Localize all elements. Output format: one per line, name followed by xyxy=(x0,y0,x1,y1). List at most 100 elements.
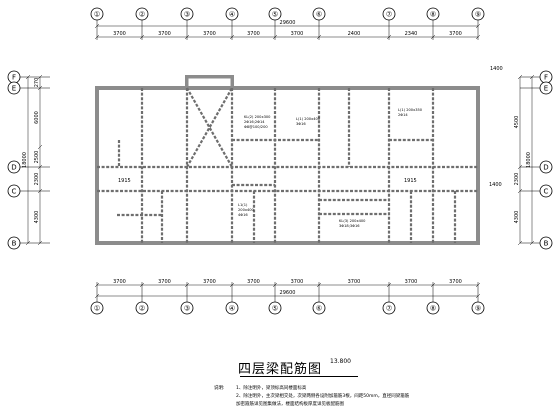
dim-bottom-spans-tick-8 xyxy=(430,282,436,288)
beam-note-4: L(1) 200x400 xyxy=(296,117,321,121)
beam-note-8: KL(3) 200x400 xyxy=(339,219,366,223)
dim-right-extra: 1400 xyxy=(490,66,503,72)
dim-bottom-spans-label-8: 3700 xyxy=(449,279,462,285)
axis-bubble-left-B xyxy=(7,236,21,250)
axis-label-top-3: ③ xyxy=(184,11,190,19)
axis-bubble-right-E xyxy=(539,81,553,95)
wall-top xyxy=(96,86,479,90)
dim-bottom-spans-tick-3 xyxy=(184,282,190,288)
axis-bubble-top-2 xyxy=(135,7,149,21)
wall-bottom xyxy=(96,241,479,245)
dim-left-spans-label-5: 4300 xyxy=(34,211,40,224)
dim-bottom-spans-label-4: 3700 xyxy=(247,279,260,285)
axis-bubble-bottom-4 xyxy=(225,301,239,315)
axis-label-top-7: ⑦ xyxy=(386,11,392,19)
axis-bubble-bottom-2 xyxy=(135,301,149,315)
axis-label-right-D: D xyxy=(543,164,548,172)
dim-top-total-tick-2 xyxy=(475,23,481,29)
axis-bubble-right-D xyxy=(539,160,553,174)
dim-bottom-spans-tick-5 xyxy=(272,282,278,288)
beam-note-10: L1(1) xyxy=(238,203,248,207)
axis-label-left-F: F xyxy=(12,74,16,82)
dim-top-spans-label-5: 3700 xyxy=(291,31,304,37)
dim-right-extra-2: 1400 xyxy=(489,182,502,188)
dim-left-total-label-1: 18000 xyxy=(22,152,28,168)
axis-label-top-8: ⑧ xyxy=(430,11,436,19)
dim-left-spans-tick-1 xyxy=(37,74,43,80)
axis-label-top-5: ⑤ xyxy=(272,11,278,19)
dim-left-spans-tick-5 xyxy=(37,188,43,194)
axis-label-left-B: B xyxy=(12,240,17,248)
dim-top-spans-tick-6 xyxy=(316,34,322,40)
dim-stair-left: 1915 xyxy=(118,178,131,184)
beam-note-9: 3Φ18;3Φ16 xyxy=(339,224,360,228)
axis-bubble-top-5 xyxy=(268,7,282,21)
dim-top-spans-tick-3 xyxy=(184,34,190,40)
dim-right-spans-tick-1 xyxy=(517,74,523,80)
axis-bubble-top-9 xyxy=(471,7,485,21)
wall-layer xyxy=(95,75,480,245)
dim-right-spans-tick-2 xyxy=(517,164,523,170)
axis-bubble-bottom-9 xyxy=(471,301,485,315)
note-line-1: 1、除注明外，梁顶标高同楼面标高 xyxy=(236,386,307,391)
dim-right-total-tick-2 xyxy=(529,240,535,246)
beam-note-5: 3Φ16 xyxy=(296,122,306,126)
axis-label-top-2: ② xyxy=(139,11,145,19)
beam-11 xyxy=(186,87,233,168)
axis-label-bottom-3: ③ xyxy=(184,305,190,313)
axis-label-top-1: ① xyxy=(94,11,100,19)
axis-label-bottom-2: ② xyxy=(139,305,145,313)
dim-bottom-spans-tick-9 xyxy=(475,282,481,288)
wall-right xyxy=(476,86,480,245)
dim-bottom-spans-tick-7 xyxy=(386,282,392,288)
beam-note-7: 2Φ14 xyxy=(398,113,408,117)
dim-top-spans-label-4: 3700 xyxy=(247,31,260,37)
beam-note-6: L(1) 200x350 xyxy=(398,108,423,112)
axis-label-bottom-8: ⑧ xyxy=(430,305,436,313)
dim-top-spans-tick-4 xyxy=(229,34,235,40)
dim-top-spans-tick-5 xyxy=(272,34,278,40)
axis-label-left-E: E xyxy=(12,85,16,93)
dim-left-spans-label-2: 6000 xyxy=(34,111,40,124)
dim-left-total-tick-1 xyxy=(25,74,31,80)
dim-bottom-total-tick-2 xyxy=(475,293,481,299)
axis-label-left-C: C xyxy=(12,188,17,196)
dim-bottom-spans-label-3: 3700 xyxy=(203,279,216,285)
dim-right-total-label-1: 18000 xyxy=(526,152,532,168)
axis-bubble-right-B xyxy=(539,236,553,250)
axis-bubble-top-6 xyxy=(312,7,326,21)
axis-bubble-top-3 xyxy=(180,7,194,21)
axis-label-right-E: E xyxy=(544,85,548,93)
dim-right-total-tick-1 xyxy=(529,74,535,80)
dim-top-total-tick-1 xyxy=(94,23,100,29)
axis-label-bottom-7: ⑦ xyxy=(386,305,392,313)
beam-10 xyxy=(186,87,233,168)
axis-label-top-4: ④ xyxy=(229,11,235,19)
dim-right-spans-tick-3 xyxy=(517,188,523,194)
dim-top-spans-tick-8 xyxy=(430,34,436,40)
axis-bubble-top-7 xyxy=(382,7,396,21)
axis-label-top-6: ⑥ xyxy=(316,11,322,19)
axis-label-right-B: B xyxy=(544,240,549,248)
wall-stair-right xyxy=(230,75,234,90)
axis-label-right-C: C xyxy=(544,188,549,196)
dim-bottom-spans-label-1: 3700 xyxy=(113,279,126,285)
dim-top-spans-tick-9 xyxy=(475,34,481,40)
axis-label-left-D: D xyxy=(11,164,16,172)
dim-bottom-spans-label-6: 3700 xyxy=(348,279,361,285)
dim-bottom-spans-label-5: 3700 xyxy=(291,279,304,285)
dim-stair-right: 1915 xyxy=(404,178,417,184)
dim-bottom-spans-tick-1 xyxy=(94,282,100,288)
axis-bubble-left-C xyxy=(7,184,21,198)
dim-left-spans-label-1: 270 xyxy=(34,78,40,88)
beam-note-2: 2Φ16;2Φ14 xyxy=(244,120,265,124)
axis-bubble-top-4 xyxy=(225,7,239,21)
note-line-2: 2、除注明外，主次梁相交处，次梁两侧各设附加箍筋3根，间距50mm，直径同梁箍筋 xyxy=(236,394,410,399)
axis-label-bottom-9: ⑨ xyxy=(475,305,481,313)
beam-layer xyxy=(97,87,478,243)
note-line-3: 加密箍筋详见图集做法，楼面结构板厚度详见板配筋图 xyxy=(236,402,344,407)
axis-label-bottom-5: ⑤ xyxy=(272,305,278,313)
